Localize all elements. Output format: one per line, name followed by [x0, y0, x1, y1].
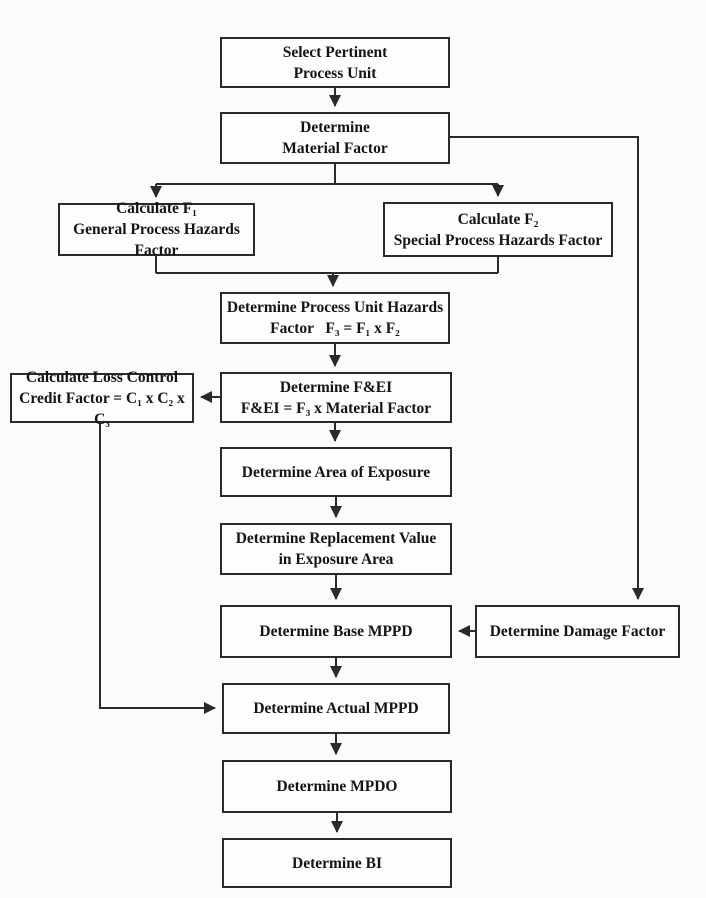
node-mpdo: Determine MPDO: [222, 760, 452, 813]
node-calculate-f2: Calculate F₂ Special Process Hazards Fac…: [383, 202, 613, 257]
node-label: Special Process Hazards Factor: [393, 231, 603, 249]
node-label: Determine Replacement Value: [235, 530, 437, 547]
node-label: Determine Base MPPD: [259, 623, 413, 640]
node-process-unit-hazards: Determine Process Unit Hazards Factor F₃…: [220, 292, 450, 344]
node-label: Determine BI: [292, 854, 382, 872]
node-loss-control-credit: Calculate Loss Control Credit Factor = C…: [10, 369, 194, 428]
node-area-of-exposure: Determine Area of Exposure: [220, 447, 452, 497]
node-label: Determine MPDO: [276, 778, 398, 795]
node-label: Material Factor: [282, 140, 388, 157]
node-label: F&EI = F₃ x Material Factor: [240, 399, 432, 417]
arrow-material-to-damage-factor: [450, 136, 644, 600]
node-label: Determine Area of Exposure: [241, 463, 431, 481]
node-select-process-unit: Select Pertinent Process Unit: [220, 37, 450, 88]
node-bi: Determine BI: [222, 838, 452, 888]
node-calculate-f1: Calculate F₁ General Process Hazards Fac…: [58, 200, 255, 259]
node-label: Determine F&EI: [279, 378, 393, 396]
node-material-factor: Determine Material Factor: [220, 112, 450, 164]
node-actual-mppd: Determine Actual MPPD: [222, 683, 450, 734]
node-label: Select Pertinent: [282, 43, 388, 61]
node-label: Process Unit: [293, 64, 377, 82]
node-label: Calculate Loss Control: [25, 368, 179, 386]
node-label: Determine Process Unit Hazards: [226, 299, 444, 316]
node-label: Calculate F₁: [116, 200, 197, 217]
node-label: Determine Damage Factor: [489, 623, 666, 640]
node-label: Determine: [300, 119, 370, 136]
arrow-loss-control-to-actual-mppd: [99, 423, 216, 714]
node-replacement-value: Determine Replacement Value in Exposure …: [220, 523, 452, 575]
node-label: Credit Factor = C₁ x C₂ x C₃: [19, 389, 189, 428]
node-label: Determine Actual MPPD: [253, 700, 419, 717]
node-label: in Exposure Area: [278, 551, 394, 568]
node-label: General Process Hazards Factor: [73, 221, 244, 259]
node-label: Calculate F₂: [457, 210, 539, 228]
node-determine-fei: Determine F&EI F&EI = F₃ x Material Fact…: [220, 372, 452, 423]
node-label: Factor F₃ = F₁ x F₂: [270, 320, 400, 337]
node-base-mppd: Determine Base MPPD: [220, 605, 452, 658]
node-damage-factor: Determine Damage Factor: [475, 605, 680, 658]
